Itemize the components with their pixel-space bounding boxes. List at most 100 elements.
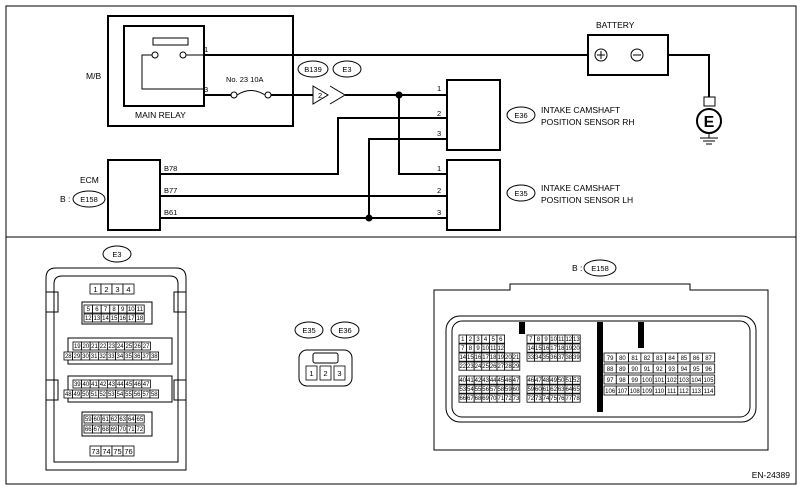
cavity-number: 16 bbox=[475, 355, 482, 361]
cavity-number: 25 bbox=[482, 364, 489, 370]
cavity-number: 37 bbox=[558, 355, 565, 361]
ground-symbol-label: E bbox=[704, 114, 715, 131]
splice-dot-upper bbox=[395, 91, 403, 99]
cavity-number: 114 bbox=[704, 389, 714, 395]
sensor-view-tag-b bbox=[330, 321, 360, 339]
cavity-number: 106 bbox=[605, 389, 616, 395]
cavity-number: 63 bbox=[119, 417, 126, 423]
e3-connector-body bbox=[45, 267, 187, 471]
main-relay-box bbox=[123, 25, 205, 107]
cavity-cell bbox=[702, 363, 716, 374]
cavity-number: 93 bbox=[668, 367, 675, 373]
cavity-number: 9 bbox=[544, 337, 548, 343]
cavity-number: 36 bbox=[550, 355, 557, 361]
cavity-number: 45 bbox=[126, 382, 133, 388]
cavity-number: 17 bbox=[550, 346, 557, 352]
cavity-number: 5 bbox=[87, 307, 91, 313]
cavity-number: 57 bbox=[142, 392, 149, 398]
cavity-number: 26 bbox=[134, 344, 141, 350]
inline-connector-female bbox=[329, 85, 346, 105]
sensor-lh-name-line2: POSITION SENSOR LH bbox=[541, 195, 633, 205]
cavity-number: 83 bbox=[656, 356, 663, 362]
cavity-number: 66 bbox=[85, 427, 92, 433]
cavity-block-frame bbox=[81, 411, 153, 437]
cavity-number: 37 bbox=[142, 354, 149, 360]
cavity-cell bbox=[572, 375, 581, 385]
cavity-number: 21 bbox=[91, 344, 98, 350]
cavity-number: 64 bbox=[128, 417, 135, 423]
cavity-number: 76 bbox=[124, 447, 132, 456]
cavity-number: 6 bbox=[499, 337, 503, 343]
cavity-number: 56 bbox=[482, 387, 489, 393]
mb-label: M/B bbox=[86, 71, 101, 81]
e3-latch-left-top bbox=[45, 291, 59, 313]
cavity-number: 42 bbox=[475, 378, 482, 384]
sensor-rh-name-line2: POSITION SENSOR RH bbox=[541, 117, 635, 127]
cavity-number: 55 bbox=[125, 392, 132, 398]
ecm-box bbox=[107, 159, 161, 231]
cavity-number: 54 bbox=[467, 387, 474, 393]
cavity-number: 108 bbox=[630, 389, 641, 395]
cavity-number: 66 bbox=[459, 396, 466, 402]
sensor-lh-box bbox=[446, 159, 501, 231]
cavity-number: 44 bbox=[490, 378, 497, 384]
cavity-number: 39 bbox=[573, 355, 580, 361]
cavity-number: 11 bbox=[137, 307, 144, 313]
cavity-number: 112 bbox=[679, 389, 689, 395]
cavity-number: 111 bbox=[667, 389, 677, 395]
cavity-cell bbox=[122, 445, 135, 457]
sensor-pin-cell-3 bbox=[333, 365, 346, 381]
wire-splice-to-lh1 bbox=[398, 95, 447, 175]
cavity-number: 19 bbox=[565, 346, 572, 352]
cavity-cell bbox=[511, 352, 521, 362]
cavity-number: 52 bbox=[99, 392, 106, 398]
sensor-rh-conn-tag bbox=[506, 106, 536, 124]
cavity-number: 15 bbox=[467, 355, 474, 361]
cavity-number: 28 bbox=[505, 364, 512, 370]
cavity-cell bbox=[496, 334, 505, 344]
cavity-number: 25 bbox=[126, 344, 133, 350]
cavity-number: 12 bbox=[565, 337, 572, 343]
cavity-number: 49 bbox=[550, 378, 557, 384]
cavity-number: 70 bbox=[490, 396, 497, 402]
cavity-number: 69 bbox=[482, 396, 489, 402]
cavity-number: 22 bbox=[100, 344, 107, 350]
cavity-number: 65 bbox=[137, 417, 144, 423]
cavity-number: 17 bbox=[128, 316, 135, 322]
cavity-number: 10 bbox=[482, 346, 489, 352]
inline-connector-male bbox=[312, 85, 329, 105]
cavity-number: 3 bbox=[115, 285, 119, 294]
cavity-number: 41 bbox=[467, 378, 474, 384]
cavity-number: 72 bbox=[505, 396, 512, 402]
cavity-number: 92 bbox=[656, 367, 663, 373]
ecm-terminal-b77: B77 bbox=[164, 186, 177, 195]
relay-wire-lower bbox=[141, 54, 204, 90]
cavity-number: 68 bbox=[475, 396, 482, 402]
cavity-number: 58 bbox=[151, 392, 158, 398]
cavity-number: 90 bbox=[631, 367, 638, 373]
cavity-block-frame bbox=[81, 301, 153, 325]
cavity-number: 13 bbox=[573, 337, 580, 343]
cavity-number: 7 bbox=[461, 346, 465, 352]
cavity-number: 21 bbox=[513, 355, 520, 361]
sensor-view-label-a: E35 bbox=[302, 326, 315, 335]
cavity-number: 17 bbox=[482, 355, 489, 361]
cavity-number: 104 bbox=[691, 378, 702, 384]
cavity-number: 31 bbox=[91, 354, 98, 360]
battery-negative-terminal bbox=[630, 48, 644, 62]
cavity-number: 71 bbox=[128, 427, 135, 433]
cavity-number: 46 bbox=[527, 378, 534, 384]
cavity-number: 67 bbox=[94, 427, 101, 433]
cavity-number: 14 bbox=[102, 316, 109, 322]
ecm-conn-prefix: B : bbox=[60, 194, 70, 204]
wire-battery-to-ground bbox=[668, 54, 710, 97]
sensor-lh-pin-2: 2 bbox=[437, 186, 441, 195]
cavity-number: 43 bbox=[482, 378, 489, 384]
cavity-number: 50 bbox=[82, 392, 89, 398]
e3-label: E3 bbox=[342, 65, 351, 74]
cavity-number: 8 bbox=[112, 307, 116, 313]
cavity-number: 61 bbox=[543, 387, 550, 393]
cavity-number: 24 bbox=[475, 364, 482, 370]
ecm-conn-tag bbox=[72, 190, 106, 208]
sensor-pin-1: 1 bbox=[309, 369, 313, 378]
